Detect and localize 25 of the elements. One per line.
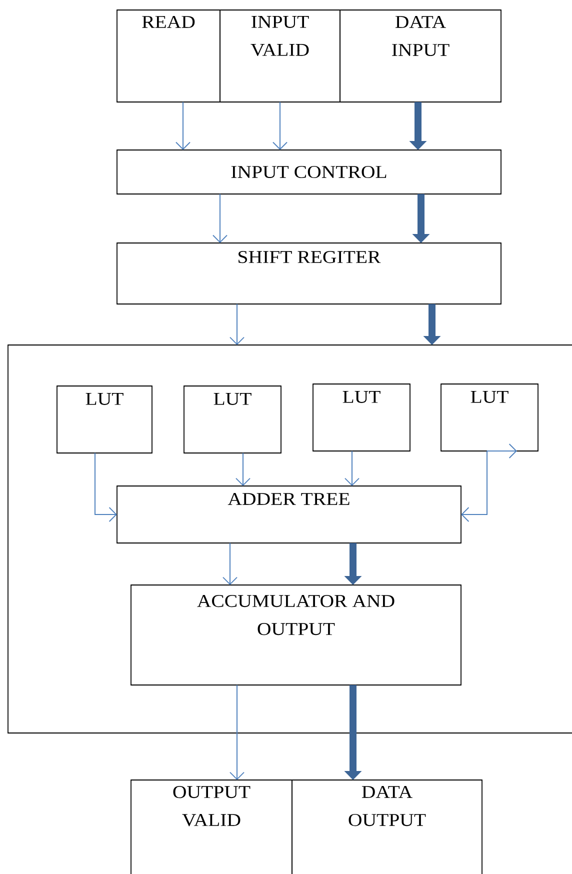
cell-label: DATA OUTPUT	[292, 780, 482, 874]
arrow	[486, 444, 518, 458]
block-box	[8, 344, 572, 734]
process-box: INPUT CONTROL	[116, 150, 502, 194]
cell-label: DATA INPUT	[340, 10, 502, 102]
process-box: LUT	[56, 386, 152, 454]
arrow	[230, 304, 244, 345]
arrow	[94, 452, 117, 522]
arrow	[212, 194, 228, 243]
arrow	[236, 452, 250, 486]
process-box: LUT	[312, 384, 410, 452]
cell-label: READ	[116, 10, 220, 102]
arrow	[461, 450, 488, 522]
arrow	[222, 542, 238, 585]
process-box: LUT	[440, 384, 538, 452]
arrow	[272, 102, 288, 150]
cell-label: OUTPUT VALID	[130, 780, 292, 874]
arrow	[230, 684, 244, 780]
process-box: ADDER TREE	[116, 486, 462, 544]
cell-label: INPUT VALID	[220, 10, 340, 102]
process-box: ACCUMULATOR AND OUTPUT	[130, 584, 462, 686]
arrow	[176, 102, 190, 150]
arrow	[344, 450, 360, 486]
process-box: LUT	[184, 386, 282, 454]
process-box: SHIFT REGITER	[116, 242, 502, 304]
